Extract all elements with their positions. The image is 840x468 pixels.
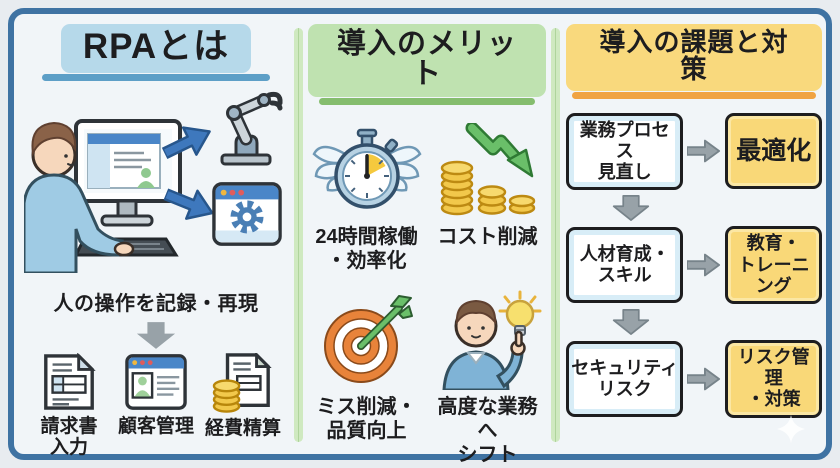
rpa-title: RPAとは <box>60 24 252 73</box>
target-arrow-icon <box>323 294 413 383</box>
solution-risk-line1: リスク管理 <box>737 347 810 389</box>
arrow-to-robot-icon <box>161 126 211 159</box>
challenge-skills-line2: スキル <box>597 265 652 286</box>
rpa-title-underline <box>42 73 270 81</box>
sparkle-icon <box>776 414 806 444</box>
example-customer-label: 顧客管理 <box>117 415 194 437</box>
solution-training-line2: トレーニング <box>737 254 810 296</box>
challenge-row-security: セキュリティ リスク リスク管理 ・対策 <box>566 340 822 418</box>
column-divider-right <box>551 28 560 442</box>
challenges-flow: 業務プロセス 見直し 最適化 人材育成・ スキル 教育・ ト <box>566 112 822 418</box>
challenge-box-skills: 人材育成・ スキル <box>566 227 684 304</box>
winged-stopwatch-icon <box>311 128 422 209</box>
arrow-to-software-icon <box>162 188 214 220</box>
challenges-title-block: 導入の課題と対策 <box>566 24 822 99</box>
gear-window-icon <box>212 181 282 246</box>
challenge-process-line2: 見直し <box>597 162 652 183</box>
section-merits: 導入のメリット <box>308 24 546 467</box>
down-arrow-icon <box>612 309 650 335</box>
person-idea-icon <box>441 290 541 390</box>
example-invoice-label-line1: 請求書 <box>40 415 98 437</box>
example-expense: 経費精算 <box>200 351 286 439</box>
merits-title-block: 導入のメリット <box>308 24 546 105</box>
solution-box-optimization: 最適化 <box>725 113 822 190</box>
challenge-security-line1: セキュリティ <box>571 357 679 378</box>
challenge-row-skills: 人材育成・ スキル 教育・ トレーニング <box>566 226 822 304</box>
challenge-box-security: セキュリティ リスク <box>566 340 684 417</box>
challenge-skills-line1: 人材育成・ <box>579 243 670 264</box>
merit-quality-label-line1: ミス削減・ <box>316 395 417 418</box>
challenges-title-underline <box>572 91 816 99</box>
challenge-process-line1: 業務プロセス <box>579 119 670 161</box>
example-customer: 顧客管理 <box>113 353 199 437</box>
rpa-scene <box>24 89 288 283</box>
challenge-security-line2: リスク <box>597 378 652 399</box>
merit-cost: コスト削減 <box>429 119 546 273</box>
solution-risk-line2: ・対策 <box>746 389 801 410</box>
merit-24h: 24時間稼働 ・効率化 <box>308 119 425 273</box>
customer-window-icon <box>125 353 187 410</box>
merit-shift: 高度な業務へ シフト <box>429 289 546 467</box>
merit-quality: ミス削減・ 品質向上 <box>308 289 425 467</box>
rpa-examples: 請求書 入力 顧客管理 <box>24 351 288 459</box>
merits-title: 導入のメリット <box>308 24 546 97</box>
column-divider-left <box>294 28 303 442</box>
solution-box-training: 教育・ トレーニング <box>725 226 822 304</box>
challenges-title: 導入の課題と対策 <box>566 24 822 91</box>
invoice-document-icon <box>44 352 96 410</box>
cost-reduction-coins-icon <box>440 122 535 216</box>
expense-document-icon <box>212 351 272 413</box>
rpa-caption: 人の操作を記録・再現 <box>53 292 259 315</box>
down-arrow-icon <box>136 321 176 349</box>
challenge-row-process: 業務プロセス 見直し 最適化 <box>566 112 822 191</box>
merits-grid: 24時間稼働 ・効率化 <box>308 119 546 467</box>
merit-24h-label-line1: 24時間稼働 <box>315 225 418 248</box>
example-invoice-label-line2: 入力 <box>49 437 88 459</box>
challenge-box-process: 業務プロセス 見直し <box>566 112 684 191</box>
merits-title-underline <box>319 97 535 105</box>
merit-shift-label-line2: シフト <box>457 443 518 466</box>
merit-shift-label-line1: 高度な業務へ <box>437 395 538 442</box>
robot-arm-icon <box>220 91 283 166</box>
person-at-computer-icon <box>24 118 182 273</box>
example-expense-label: 経費精算 <box>204 417 281 439</box>
solution-training-line1: 教育・ <box>746 233 801 254</box>
solution-optimization-label: 最適化 <box>736 136 812 165</box>
merit-24h-label-line2: ・効率化 <box>326 249 407 272</box>
merit-quality-label-line2: 品質向上 <box>326 419 407 442</box>
solution-box-risk: リスク管理 ・対策 <box>725 340 822 418</box>
down-arrow-icon <box>612 195 650 222</box>
right-arrow-icon <box>687 253 721 277</box>
section-challenges: 導入の課題と対策 業務プロセス 見直し 最適化 人材育成・ スキル <box>566 24 822 418</box>
section-what-is-rpa: RPAとは <box>24 24 288 458</box>
right-arrow-icon <box>687 140 721 163</box>
merit-cost-label: コスト削減 <box>437 225 538 248</box>
right-arrow-icon <box>687 367 721 391</box>
example-invoice: 請求書 入力 <box>26 352 112 459</box>
rpa-title-block: RPAとは <box>24 24 288 81</box>
